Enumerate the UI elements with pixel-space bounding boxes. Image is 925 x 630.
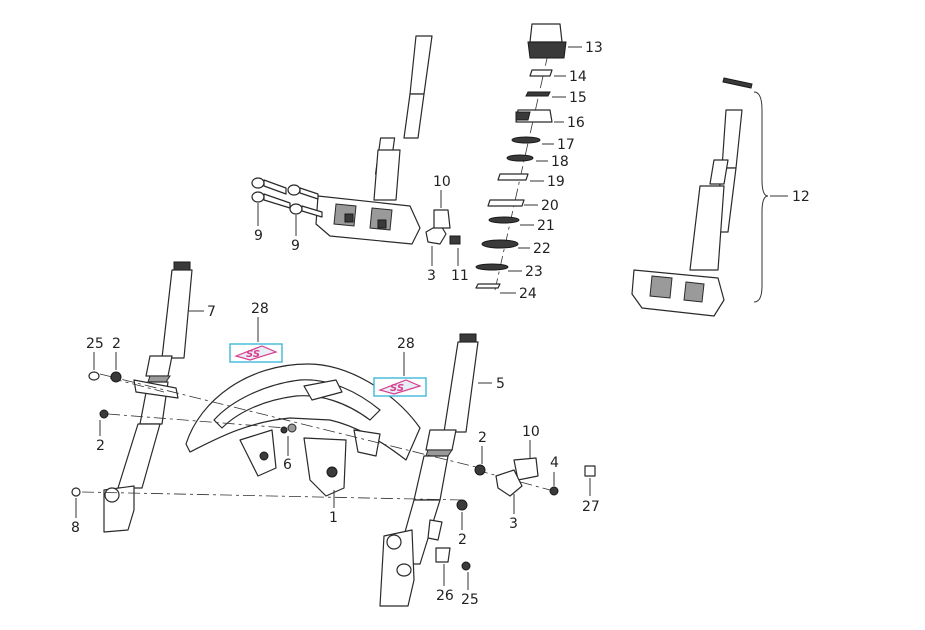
callout-28-right: 28 bbox=[397, 336, 415, 352]
steering-stem-assembly bbox=[251, 35, 461, 245]
callout-12: 12 bbox=[792, 189, 810, 205]
decal-28-right: SS bbox=[373, 377, 427, 397]
nut-27 bbox=[584, 465, 596, 477]
bolt-11 bbox=[449, 235, 461, 245]
callout-13: 13 bbox=[585, 40, 603, 56]
race-20 bbox=[487, 199, 525, 207]
callout-19: 19 bbox=[547, 174, 565, 190]
lock-washer-15 bbox=[525, 91, 551, 97]
nut-2-lower-right bbox=[456, 499, 468, 511]
callout-17: 17 bbox=[557, 137, 575, 153]
callout-1: 1 bbox=[329, 510, 338, 526]
callout-labels: 13 14 15 16 17 18 19 20 21 22 23 24 12 1… bbox=[71, 40, 810, 608]
callout-9-left: 9 bbox=[254, 228, 263, 244]
callout-10-lower: 10 bbox=[522, 424, 540, 440]
washer-14 bbox=[529, 69, 553, 77]
dust-seal-19 bbox=[497, 173, 529, 181]
callout-11: 11 bbox=[451, 268, 469, 284]
bolt-25-left bbox=[88, 371, 100, 381]
bracket-26 bbox=[435, 547, 451, 563]
grommet-10-upper bbox=[433, 209, 451, 229]
callout-26: 26 bbox=[436, 588, 454, 604]
callout-15: 15 bbox=[569, 90, 587, 106]
callout-25-left: 25 bbox=[86, 336, 104, 352]
callout-24: 24 bbox=[519, 286, 537, 302]
bolt-25-right bbox=[461, 561, 471, 571]
stem-nut-13 bbox=[529, 23, 563, 43]
callout-4: 4 bbox=[550, 455, 559, 471]
callout-3-upper: 3 bbox=[427, 268, 436, 284]
front-fender-1 bbox=[185, 363, 421, 497]
callout-2-top-left: 2 bbox=[112, 336, 121, 352]
grommet-10-lower bbox=[513, 457, 539, 481]
bearing-21 bbox=[488, 216, 520, 224]
decal-28-left: SS bbox=[229, 343, 283, 363]
nut-2-right bbox=[474, 464, 486, 476]
callout-6: 6 bbox=[283, 457, 292, 473]
bolt-4 bbox=[549, 486, 559, 496]
hardware-lower bbox=[71, 371, 596, 571]
callout-14: 14 bbox=[569, 69, 587, 85]
callout-28-left: 28 bbox=[251, 301, 269, 317]
race-23 bbox=[475, 263, 509, 271]
steering-stem-complete-12 bbox=[631, 77, 769, 317]
bearing-18 bbox=[506, 154, 534, 162]
dust-cap-24 bbox=[475, 283, 501, 289]
bearing-cone-17 bbox=[511, 136, 541, 144]
callout-27: 27 bbox=[582, 499, 600, 515]
svg-text:SS: SS bbox=[390, 383, 404, 394]
callout-2-right: 2 bbox=[478, 430, 487, 446]
callout-3-lower: 3 bbox=[509, 516, 518, 532]
callout-5: 5 bbox=[496, 376, 505, 392]
callout-22: 22 bbox=[533, 241, 551, 257]
nut-2-top-left bbox=[110, 371, 122, 383]
callout-8: 8 bbox=[71, 520, 80, 536]
bolt-8 bbox=[71, 487, 81, 497]
callout-21: 21 bbox=[537, 218, 555, 234]
steering-bearing-stack bbox=[475, 23, 567, 291]
callout-7: 7 bbox=[207, 304, 216, 320]
nut-6 bbox=[287, 423, 297, 433]
nut-2-mid-left bbox=[99, 409, 109, 419]
bolt-set-9-right bbox=[287, 184, 323, 218]
cable-clamp-3-lower bbox=[495, 469, 523, 497]
callout-20: 20 bbox=[541, 198, 559, 214]
callout-25-right: 25 bbox=[461, 592, 479, 608]
callout-2-mid-left: 2 bbox=[96, 438, 105, 454]
leader-lines bbox=[75, 46, 788, 590]
callout-23: 23 bbox=[525, 264, 543, 280]
bearing-cone-22 bbox=[481, 239, 519, 249]
callout-16: 16 bbox=[567, 115, 585, 131]
callout-2-lower-right: 2 bbox=[458, 532, 467, 548]
callout-18: 18 bbox=[551, 154, 569, 170]
callout-9-right: 9 bbox=[291, 238, 300, 254]
svg-text:SS: SS bbox=[246, 349, 260, 360]
callout-10-upper: 10 bbox=[433, 174, 451, 190]
fork-leg-right-5 bbox=[379, 333, 479, 607]
fork-leg-left-7 bbox=[103, 261, 193, 533]
